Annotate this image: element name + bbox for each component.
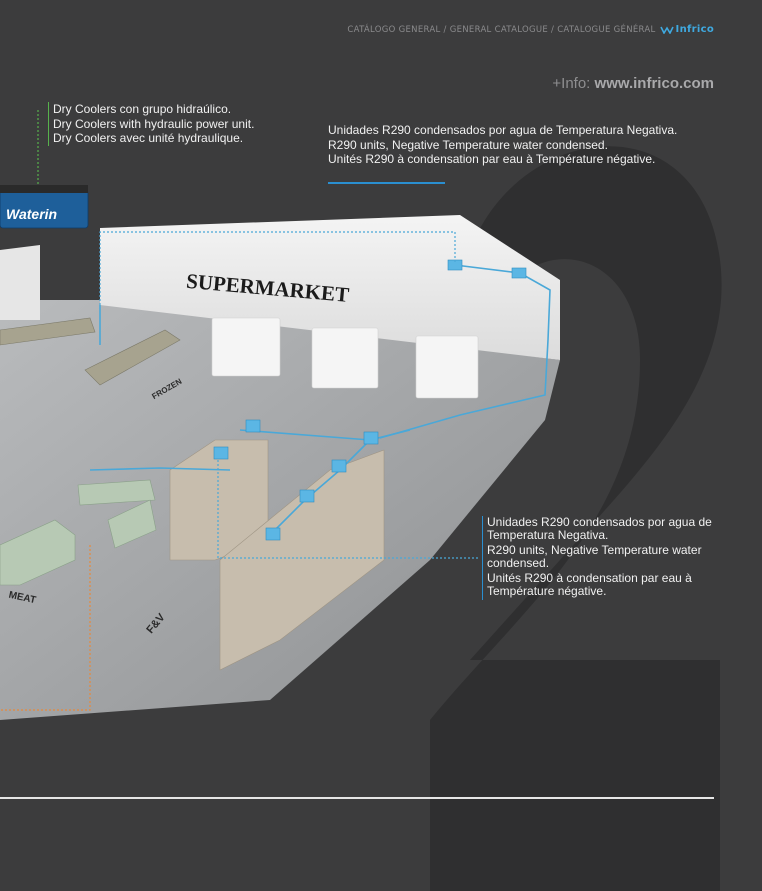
dry-coolers-caption: Dry Coolers con grupo hidraúlico. Dry Co… — [48, 102, 254, 146]
caption-line: R290 units, Negative Temperature water c… — [487, 544, 727, 569]
caption-line: R290 units, Negative Temperature water c… — [328, 138, 698, 153]
r290-units-caption-top: Unidades R290 condensados por agua de Te… — [328, 123, 698, 167]
dry-cooler-unit: Waterin — [0, 185, 88, 228]
caption-line: Unités R290 à condensation par eau à Tem… — [487, 572, 727, 597]
bottom-divider — [0, 797, 714, 799]
caption-line: Dry Coolers avec unité hydraulique. — [53, 131, 254, 146]
dry-cooler-label: Waterin — [6, 206, 57, 222]
shelf-unit — [212, 318, 280, 376]
caption-line: Unidades R290 condensados por agua de Te… — [328, 123, 698, 138]
caption-line: Dry Coolers with hydraulic power unit. — [53, 117, 254, 132]
r290-units-caption-right: Unidades R290 condensados por agua de Te… — [482, 516, 727, 600]
caption-line: Dry Coolers con grupo hidraúlico. — [53, 102, 254, 117]
caption-line: Unidades R290 condensados por agua de Te… — [487, 516, 727, 541]
caption-line: Unités R290 à condensation par eau à Tem… — [328, 152, 698, 167]
shelf-unit — [312, 328, 378, 388]
shelf-unit — [416, 336, 478, 398]
left-wall — [0, 245, 40, 320]
